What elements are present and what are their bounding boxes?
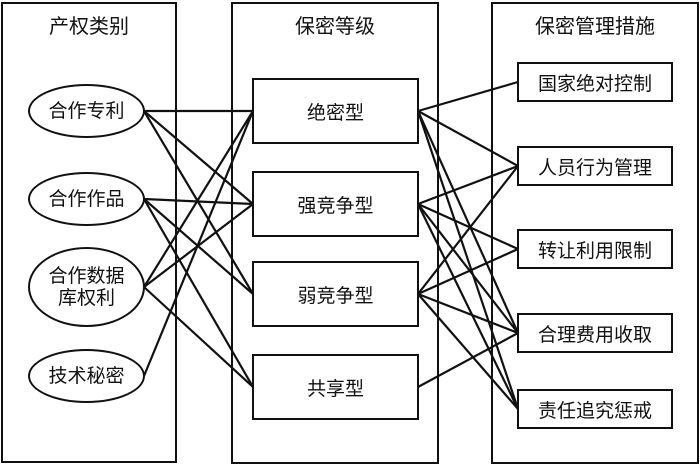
level-node-topsecret: 绝密型 (252, 78, 419, 144)
property-node-works: 合作作品 (28, 172, 145, 226)
level-node-shared: 共享型 (252, 354, 419, 420)
measure-label: 合理费用收取 (537, 323, 652, 346)
level-node-weak: 弱竞争型 (252, 261, 419, 327)
measure-node-state: 国家绝对控制 (517, 62, 673, 102)
property-label: 技术秘密 (48, 365, 125, 387)
level-label: 强竞争型 (297, 194, 374, 217)
measure-node-personnel: 人员行为管理 (517, 146, 673, 186)
measure-label: 国家绝对控制 (537, 72, 652, 95)
measure-node-fee: 合理费用收取 (517, 313, 673, 353)
property-node-database: 合作数据 库权利 (28, 247, 145, 327)
level-label: 共享型 (306, 377, 364, 400)
property-node-patent: 合作专利 (28, 84, 145, 138)
measure-node-transfer: 转让利用限制 (517, 229, 673, 269)
property-node-secret: 技术秘密 (28, 349, 145, 403)
measures-column-title: 保密管理措施 (535, 14, 655, 38)
property-label: 合作作品 (48, 188, 125, 210)
level-label: 绝密型 (306, 101, 364, 124)
level-label: 弱竞争型 (297, 284, 374, 307)
property-label-line2: 库权利 (57, 287, 115, 309)
property-label: 合作专利 (48, 100, 125, 122)
property-column-title: 产权类别 (49, 14, 129, 38)
measure-node-liability: 责任追究惩戒 (517, 389, 673, 429)
measure-label: 转让利用限制 (537, 239, 652, 262)
measure-label: 责任追究惩戒 (537, 399, 652, 422)
property-label-line1: 合作数据 (48, 265, 125, 287)
level-column-title: 保密等级 (295, 14, 375, 38)
measure-label: 人员行为管理 (537, 156, 652, 179)
level-node-strong: 强竞争型 (252, 171, 419, 237)
